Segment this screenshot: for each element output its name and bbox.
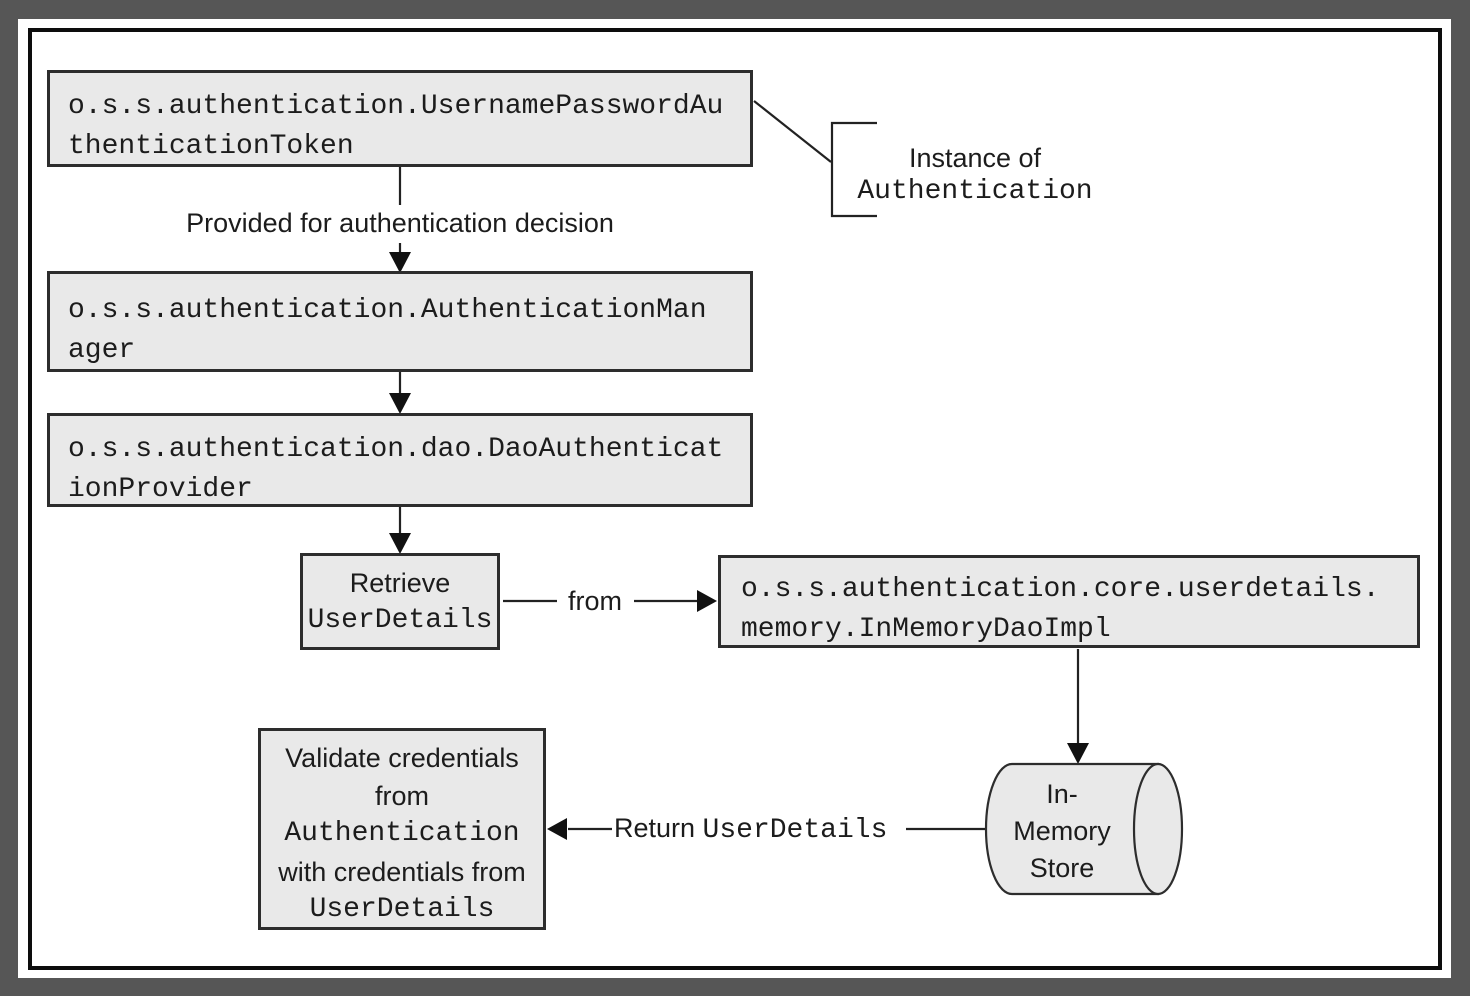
arrowhead-manager-provider <box>389 393 411 414</box>
callout-instance-of-authentication: Instance of Authentication <box>830 141 1120 209</box>
node-text-line: o.s.s.authentication.AuthenticationMan <box>68 295 707 326</box>
return-label-prefix: Return <box>614 813 703 843</box>
callout-text-line: Authentication <box>857 176 1093 207</box>
node-authentication-manager: o.s.s.authentication.AuthenticationMan a… <box>47 271 753 372</box>
node-dao-authentication-provider: o.s.s.authentication.dao.DaoAuthenticat … <box>47 413 753 507</box>
node-text-line: o.s.s.authentication.UsernamePasswordAu <box>68 91 724 122</box>
arrowhead-dao-store <box>1067 743 1089 764</box>
frame-border <box>28 28 1442 970</box>
node-text-line: with credentials from <box>278 857 526 887</box>
node-text-line: Validate credentials <box>285 743 519 773</box>
arrowhead-return <box>547 818 567 840</box>
instance-bracket <box>830 121 877 218</box>
node-text-line: from <box>375 781 429 811</box>
store-text-line: Store <box>1029 853 1095 883</box>
node-text-line: ionProvider <box>68 474 253 505</box>
return-label-value: UserDetails <box>702 815 888 846</box>
arrowhead-token-manager <box>389 252 411 273</box>
instance-callout-line <box>753 100 832 163</box>
node-validate-credentials: Validate credentials from Authentication… <box>258 728 546 930</box>
arrowhead-provider-retrieve <box>389 533 411 554</box>
store-text-line: Memory <box>1013 816 1111 846</box>
node-text-line: UserDetails <box>309 894 495 925</box>
node-username-password-token: o.s.s.authentication.UsernamePasswordAu … <box>47 70 753 167</box>
store-cylinder-label: In- Memory Store <box>988 776 1136 887</box>
node-inmemory-dao-impl: o.s.s.authentication.core.userdetails. m… <box>718 555 1420 648</box>
node-text-line: memory.InMemoryDaoImpl <box>741 614 1111 645</box>
edge-label-return-userdetails: Return UserDetails <box>614 812 887 849</box>
store-text-line: In- <box>1046 779 1078 809</box>
database-cylinder <box>984 762 1184 896</box>
arrowhead-from <box>697 590 717 612</box>
node-text-line: o.s.s.authentication.dao.DaoAuthenticat <box>68 434 724 465</box>
callout-text-line: Instance of <box>908 143 1042 173</box>
node-text-line: Authentication <box>284 818 520 849</box>
node-text-line: thenticationToken <box>68 131 354 162</box>
node-text-line: Retrieve <box>349 568 451 598</box>
edge-label-provided-for-authentication: Provided for authentication decision <box>186 208 614 238</box>
node-text-line: ager <box>68 335 136 366</box>
node-retrieve-userdetails: Retrieve UserDetails <box>300 553 500 650</box>
edge-label-from: from <box>568 586 622 616</box>
node-text-line: o.s.s.authentication.core.userdetails. <box>741 574 1380 605</box>
node-text-line: UserDetails <box>307 605 493 636</box>
